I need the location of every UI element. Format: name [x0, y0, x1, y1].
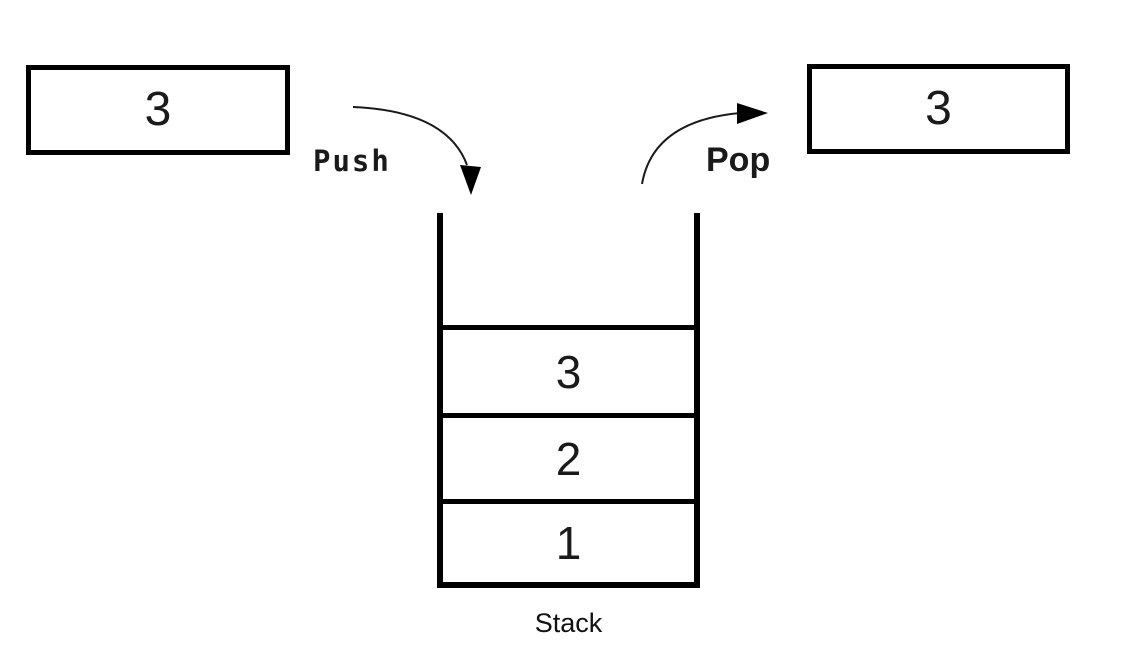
stack-container: 3 2 1: [437, 213, 700, 588]
push-label: Push: [313, 144, 391, 178]
stack-cell-value: 2: [555, 432, 582, 485]
stack-cell-middle: 2: [443, 413, 694, 499]
pop-label: Pop: [706, 141, 771, 179]
pop-item-box: 3: [807, 64, 1070, 154]
push-item-box: 3: [26, 65, 290, 155]
push-item-value: 3: [144, 83, 172, 136]
stack-caption: Stack: [534, 608, 603, 638]
stack-cell-bottom: 1: [443, 499, 694, 582]
pop-item-value: 3: [925, 82, 952, 135]
stack-cell-value: 1: [555, 517, 582, 569]
stack-cell-value: 3: [555, 345, 582, 398]
stack-cell-top: 3: [443, 325, 694, 413]
